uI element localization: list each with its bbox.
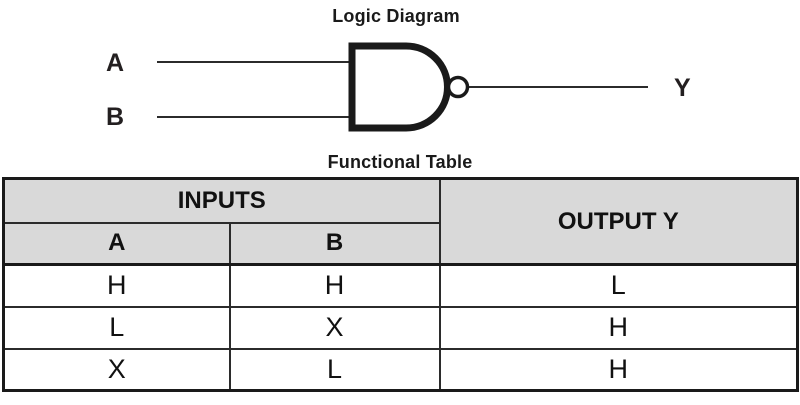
logic-diagram-section: Logic Diagram A B Y xyxy=(0,0,800,176)
cell-y: L xyxy=(438,263,799,308)
functional-table-title: Functional Table xyxy=(327,152,473,172)
cell-y: H xyxy=(438,347,799,392)
column-header-b: B xyxy=(228,221,441,266)
table-header-row-groups: INPUTS OUTPUT Y xyxy=(2,177,799,266)
table-header-row-columns: A B xyxy=(2,221,798,266)
nand-gate-schematic xyxy=(157,42,648,132)
input-a-label: A xyxy=(106,49,125,77)
inputs-group-header: INPUTS xyxy=(2,177,441,224)
cell-a: L xyxy=(2,305,231,350)
logic-diagram-title: Logic Diagram xyxy=(332,6,460,26)
column-header-a: A xyxy=(2,221,231,266)
nand-gate-icon xyxy=(348,42,451,132)
cell-b: H xyxy=(228,263,441,308)
functional-table: INPUTS OUTPUT Y A B H H L L X H X L H xyxy=(2,177,800,392)
cell-y: H xyxy=(438,305,799,350)
input-b-label: B xyxy=(106,103,125,131)
cell-a: H xyxy=(2,263,231,308)
output-y-label: Y xyxy=(674,74,691,102)
table-row: H H L xyxy=(2,263,799,308)
cell-a: X xyxy=(2,347,231,392)
table-row: X L H xyxy=(2,347,799,392)
inverter-bubble-icon xyxy=(446,75,470,99)
output-y-header: OUTPUT Y xyxy=(438,177,799,266)
table-row: L X H xyxy=(2,305,799,350)
cell-b: X xyxy=(228,305,441,350)
cell-b: L xyxy=(228,347,441,392)
